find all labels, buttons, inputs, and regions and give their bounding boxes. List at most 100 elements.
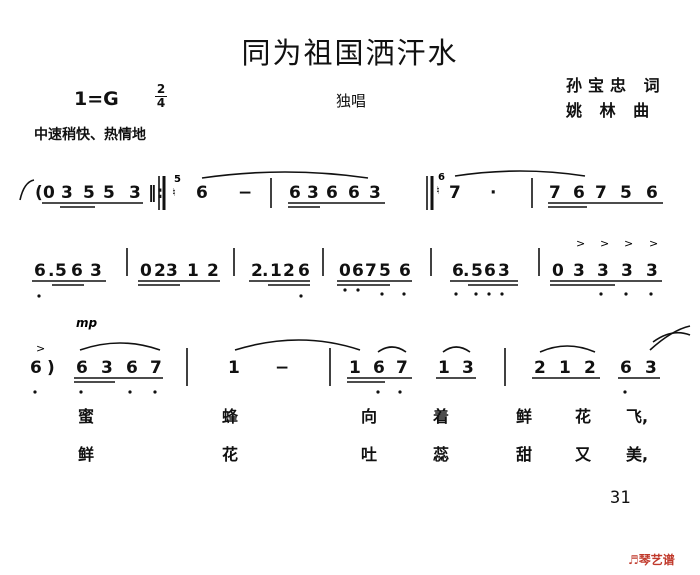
performance-type: 独唱 <box>336 92 367 110</box>
meter-natural-mark: ♮ <box>172 186 176 199</box>
time-numerator: 2 <box>156 82 166 96</box>
note-line1-5: 3 <box>129 183 141 203</box>
note-line2-11: . <box>262 261 268 281</box>
note-line3-15: 2 <box>584 358 596 378</box>
page-title: 同为祖国洒汗水 <box>241 36 459 70</box>
lyric-char: 吐 <box>361 445 378 464</box>
note-line2-16: 6 <box>352 261 364 281</box>
note-line1-16: 7 <box>549 183 561 203</box>
note-line1-10: 3 <box>307 183 319 203</box>
note-line3-0: 6 <box>30 358 42 378</box>
meter-number-6: 6 <box>438 172 445 183</box>
lyric-char: 鲜 <box>516 407 533 426</box>
note-line2-18: 5 <box>379 261 391 281</box>
note-line2-26: 3 <box>573 261 585 281</box>
lyric-char: 飞, <box>626 407 649 426</box>
accent-4: > <box>36 342 45 355</box>
note-line3-5: 7 <box>150 358 162 378</box>
note-line3-14: 1 <box>559 358 571 378</box>
note-line2-10: 2 <box>251 261 263 281</box>
note-line1-3: 5 <box>83 183 95 203</box>
note-line2-24: 3 <box>498 261 510 281</box>
note-line2-17: 7 <box>365 261 377 281</box>
note-line3-9: 6 <box>373 358 385 378</box>
note-line2-4: 3 <box>90 261 102 281</box>
slurs <box>19 170 691 353</box>
lyric-char: 向 <box>361 407 378 426</box>
meter-natural-mark-2: ♮ <box>436 184 440 197</box>
time-denominator: 4 <box>156 96 166 110</box>
note-line1-18: 7 <box>595 183 607 203</box>
bar-lines <box>126 176 540 386</box>
note-line3-6: 1 <box>228 358 240 378</box>
note-line2-2: 5 <box>55 261 67 281</box>
note-line1-8: − <box>238 183 252 203</box>
note-line2-23: 6 <box>484 261 496 281</box>
note-line1-6: ‖: <box>148 183 163 203</box>
note-line2-6: 2 <box>154 261 166 281</box>
note-line2-5: 0 <box>140 261 152 281</box>
note-line3-8: 1 <box>349 358 361 378</box>
octave-dots <box>33 288 653 394</box>
note-line2-12: 1 <box>270 261 282 281</box>
page-number: 31 <box>610 488 631 508</box>
note-line2-9: 2 <box>207 261 219 281</box>
note-line3-11: 1 <box>438 358 450 378</box>
accent-marks: >>>>> <box>36 237 658 355</box>
note-line1-13: 3 <box>369 183 381 203</box>
note-line2-13: 2 <box>283 261 295 281</box>
lyric-char: 又 <box>575 445 592 464</box>
note-line2-14: 6 <box>298 261 310 281</box>
lyric-char: 着 <box>433 407 450 426</box>
tempo-marking: 中速稍快、热情地 <box>34 127 146 143</box>
note-line2-20: 6 <box>452 261 464 281</box>
accent-3: > <box>649 237 658 250</box>
brand-label: 琴艺谱 <box>638 553 675 567</box>
lyric-char: 花 <box>575 407 592 426</box>
note-line2-28: 3 <box>621 261 633 281</box>
time-divider <box>155 96 167 97</box>
note-line1-20: 6 <box>646 183 658 203</box>
note-line3-10: 7 <box>396 358 408 378</box>
note-line3-4: 6 <box>126 358 138 378</box>
lyricist-credit: 孙宝忠 词 <box>566 76 666 95</box>
note-line2-8: 1 <box>187 261 199 281</box>
time-signature: 2 4 <box>154 82 168 110</box>
note-line3-17: 3 <box>645 358 657 378</box>
brand-logo: ♬琴艺谱 <box>628 551 675 568</box>
note-line2-22: 5 <box>471 261 483 281</box>
lyric-char: 蜂 <box>222 407 239 426</box>
note-line1-14: 7 <box>449 183 461 203</box>
composer-credit: 姚 林 曲 <box>566 101 656 120</box>
note-line1-7: 6 <box>196 183 208 203</box>
note-line1-9: 6 <box>289 183 301 203</box>
note-line2-21: . <box>463 261 469 281</box>
note-line2-25: 0 <box>552 261 564 281</box>
note-line1-1: 0 <box>43 183 55 203</box>
note-line1-19: 5 <box>620 183 632 203</box>
note-line2-19: 6 <box>399 261 411 281</box>
note-line3-7: − <box>275 358 289 378</box>
note-line2-15: 0 <box>339 261 351 281</box>
note-line3-13: 2 <box>534 358 546 378</box>
note-line3-12: 3 <box>462 358 474 378</box>
lyric-char: 蜜 <box>78 407 95 426</box>
note-line2-29: 3 <box>646 261 658 281</box>
accent-0: > <box>576 237 585 250</box>
note-line3-3: 3 <box>101 358 113 378</box>
meter-number-5: 5 <box>174 174 181 185</box>
brand-icon: ♬ <box>628 553 639 567</box>
note-line1-15: · <box>490 183 496 203</box>
meter-marks: 5 ♮ 6 ♮ mp <box>76 172 445 330</box>
note-line3-2: 6 <box>76 358 88 378</box>
dynamic-mp: mp <box>76 316 98 330</box>
note-line2-27: 3 <box>597 261 609 281</box>
note-line2-7: 3 <box>166 261 178 281</box>
note-line1-12: 6 <box>348 183 360 203</box>
note-line2-0: 6 <box>34 261 46 281</box>
note-line1-0: ( <box>35 183 43 203</box>
